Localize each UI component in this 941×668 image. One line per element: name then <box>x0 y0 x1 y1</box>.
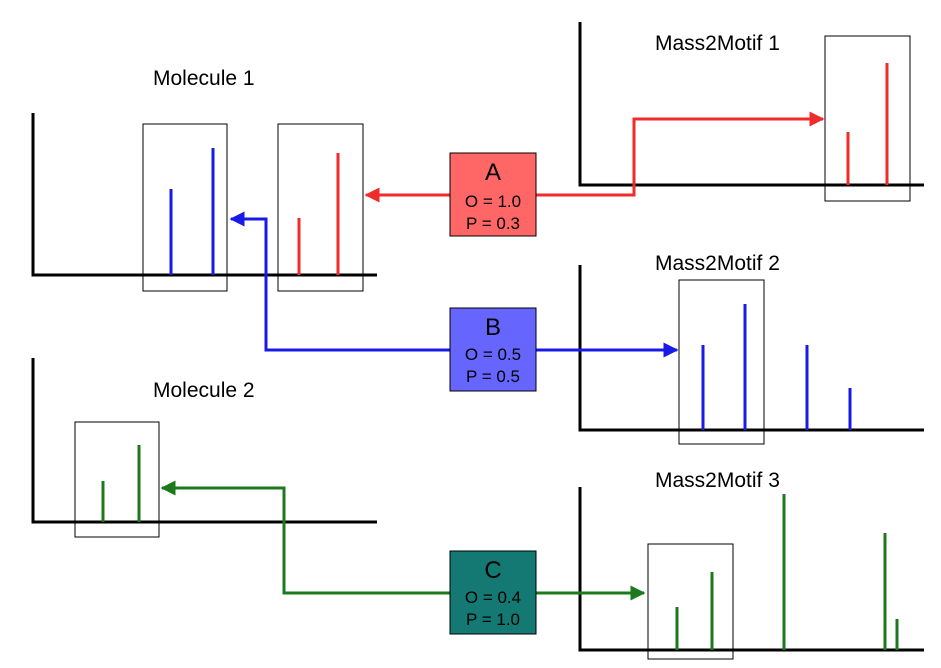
box-c-p-value: P = 1.0 <box>466 610 520 629</box>
motif3-group-frame <box>647 543 734 660</box>
box-b: B O = 0.5 P = 0.5 <box>449 307 537 392</box>
box-a-o-value: O = 1.0 <box>465 192 521 211</box>
molecule2-axes <box>31 358 377 524</box>
box-a-p-value: P = 0.3 <box>466 214 520 233</box>
motif2-title: Mass2Motif 2 <box>655 252 780 275</box>
connector-a-to-motif1 <box>536 111 825 197</box>
molecule2-title: Molecule 2 <box>153 379 255 402</box>
motif1-title: Mass2Motif 1 <box>655 32 780 55</box>
motif3-spectrum <box>578 487 924 660</box>
box-c-letter: C <box>484 557 501 584</box>
box-b-o-value: O = 0.5 <box>465 345 521 364</box>
molecule1-title: Molecule 1 <box>153 67 255 90</box>
motif1-group-frame <box>824 35 911 202</box>
motif3-axes <box>578 487 924 652</box>
motif2-spectrum <box>578 265 924 445</box>
box-c: C O = 0.4 P = 1.0 <box>449 550 537 635</box>
box-c-o-value: O = 0.4 <box>465 588 521 607</box>
connector-b-to-molecule1 <box>229 211 450 352</box>
motif2-axes <box>578 265 924 432</box>
box-b-p-value: P = 0.5 <box>466 367 520 386</box>
box-a: A O = 1.0 P = 0.3 <box>449 152 537 237</box>
motif2-group-frame <box>678 279 765 445</box>
molecule1-spectrum <box>31 113 377 292</box>
box-b-letter: B <box>485 314 501 341</box>
connector-c-to-molecule2 <box>160 480 450 595</box>
motif1-spectrum <box>578 22 924 202</box>
molecule1-axes <box>31 113 377 277</box>
motif1-axes <box>578 22 924 187</box>
motif3-title: Mass2Motif 3 <box>655 469 780 492</box>
box-a-letter: A <box>485 159 501 186</box>
molecule1-red-group-frame <box>277 123 364 292</box>
box-c-background <box>449 550 537 635</box>
box-a-background <box>449 152 537 237</box>
molecule2-green-group-frame <box>74 421 160 538</box>
molecule2-spectrum <box>31 358 377 538</box>
box-b-background <box>449 307 537 392</box>
molecule1-blue-group-frame <box>142 123 228 292</box>
